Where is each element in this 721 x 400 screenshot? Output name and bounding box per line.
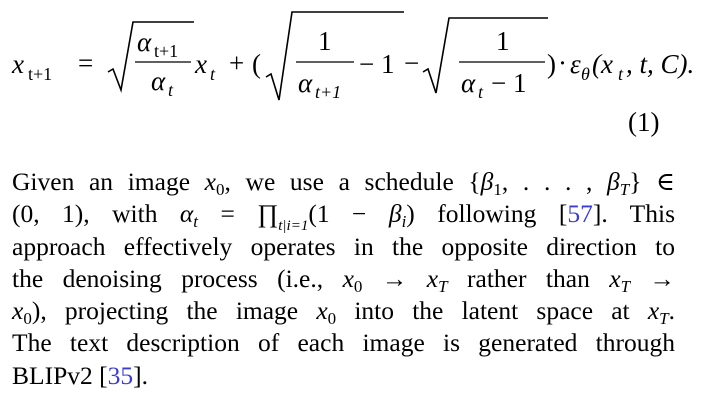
text-span: →: [362, 263, 427, 293]
math-symbol: β: [388, 199, 402, 229]
text-span: approach effectively operates in the opp…: [12, 231, 675, 261]
math-symbol: x: [316, 296, 328, 326]
math-symbol: T: [438, 276, 448, 296]
math-symbol: T: [619, 180, 630, 199]
math-symbol: 1: [493, 180, 502, 199]
math-symbol: x: [426, 263, 439, 293]
math-symbol: i: [401, 212, 407, 232]
eq-lhs-sub: t+1: [28, 64, 52, 84]
text-span: ]. This: [592, 199, 676, 229]
eq-epsilon-sub: θ: [581, 64, 590, 84]
frac1-den: α: [151, 66, 166, 96]
text-span: , . . . ,: [501, 167, 608, 196]
radical-1: [107, 21, 194, 93]
math-symbol: x: [647, 296, 660, 326]
text-span: (1 −: [308, 199, 389, 229]
eq-args: (x: [592, 49, 613, 79]
frac2-den-sub: t+1: [315, 82, 341, 102]
text-line: Given an image x0, we use a schedule {β1…: [12, 166, 675, 199]
text-span: into the latent space at: [336, 296, 648, 326]
text-span: the denoising process (i.e.,: [12, 263, 343, 293]
frac1-den-sub: t: [168, 80, 174, 100]
math-symbol: x: [342, 263, 354, 293]
text-span: , we use a schedule {: [224, 167, 481, 196]
math-symbol: β: [607, 167, 620, 196]
math-symbol: t: [193, 212, 199, 232]
math-symbol: x: [609, 263, 621, 293]
text-span: .: [668, 296, 675, 326]
text-line: approach effectively operates in the opp…: [12, 231, 675, 263]
frac3-den-sub: t: [478, 82, 484, 102]
math-symbol: 0: [353, 276, 363, 296]
term1: x: [194, 49, 207, 79]
text-span: BLIPv2 [: [12, 360, 108, 390]
frac2-num: 1: [318, 26, 332, 56]
math-symbol: T: [620, 276, 631, 296]
equation-number: (1): [628, 107, 659, 137]
math-symbol: x: [204, 167, 216, 196]
math-symbol: 0: [216, 180, 225, 199]
frac2-minus-one: − 1: [359, 49, 394, 79]
product-limits: t|i=1: [278, 218, 309, 235]
math-symbol: β: [480, 167, 494, 196]
text-span: (0, 1), with: [12, 199, 180, 229]
eq-args-rest: , t, C).: [626, 49, 694, 79]
frac2-den: α: [298, 68, 313, 98]
math-symbol: 0: [23, 309, 32, 329]
text-line: BLIPv2 [35].: [12, 360, 675, 392]
text-line: x0), projecting the image x0 into the la…: [12, 295, 675, 329]
frac1-num: α: [137, 27, 152, 57]
eq-args-sub: t: [618, 64, 624, 84]
text-span: The text description of each image is ge…: [12, 328, 675, 358]
text-span: Given an image: [12, 167, 205, 196]
text-span: ) following [: [406, 199, 568, 229]
text-span: ), projecting the image: [31, 296, 317, 326]
math-symbol: α: [179, 199, 194, 229]
text-span: = ∏: [198, 199, 279, 229]
math-symbol: 0: [327, 309, 337, 329]
frac3-num: 1: [496, 26, 510, 56]
text-span: →: [630, 263, 676, 293]
text-line: (0, 1), with αt = ∏t|i=1(1 − βi) followi…: [12, 198, 676, 235]
eq-minus: −: [404, 48, 419, 78]
frac1-num-sub: t+1: [154, 41, 178, 61]
text-span: rather than: [447, 263, 610, 293]
text-line: the denoising process (i.e., x0 → xT rat…: [12, 263, 676, 296]
math-symbol: x: [12, 296, 24, 326]
radical-2: [265, 11, 404, 101]
eq-dot: ·: [558, 48, 567, 78]
text-span: ].: [133, 360, 148, 390]
eq-open-paren: (: [252, 49, 261, 79]
equation-1: x t+1 = α t+1 α t x t + ( 1 α t+1 − 1 − …: [11, 11, 694, 137]
eq-equals: =: [78, 48, 93, 78]
text-span: } ∈: [629, 167, 675, 196]
eq-epsilon: ε: [570, 49, 581, 79]
eq-plus: +: [229, 48, 244, 78]
math-symbol: T: [659, 309, 669, 329]
radical-3: [422, 17, 548, 94]
frac3-den-rest: − 1: [491, 68, 526, 98]
eq-close-paren: ): [547, 49, 556, 79]
citation-link[interactable]: 35: [107, 360, 134, 390]
citation-link[interactable]: 57: [567, 199, 593, 229]
eq-lhs: x: [11, 49, 24, 79]
text-line: The text description of each image is ge…: [12, 327, 675, 359]
term1-sub: t: [210, 64, 216, 84]
frac3-den: α: [461, 68, 476, 98]
paragraph: Given an image x0, we use a schedule {β1…: [12, 166, 675, 392]
